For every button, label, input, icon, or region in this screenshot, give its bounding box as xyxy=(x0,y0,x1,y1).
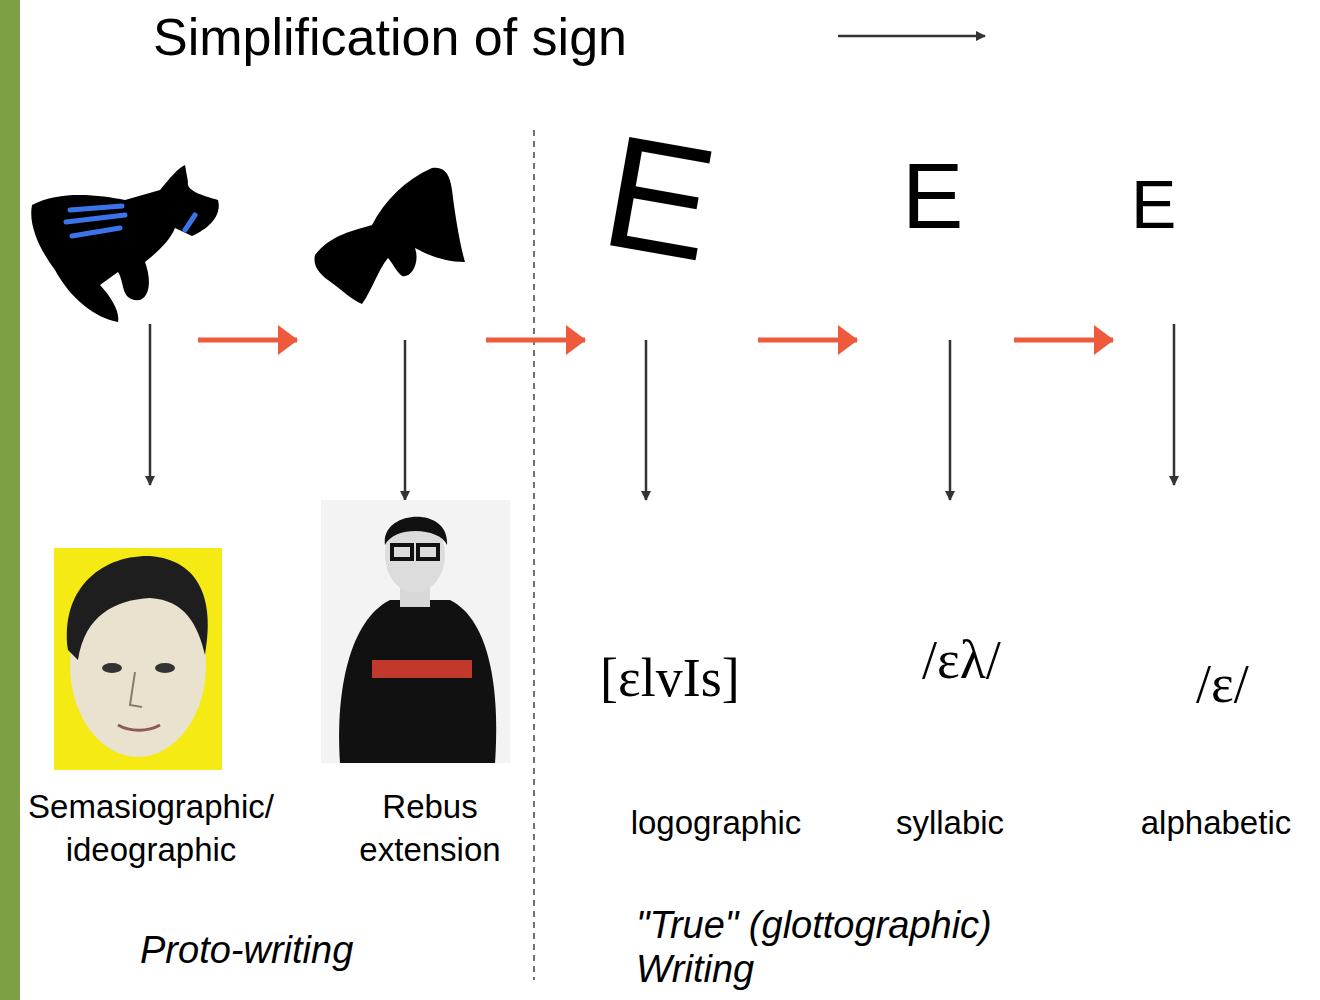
pictogram-glyph xyxy=(31,165,219,322)
progression-arrows xyxy=(198,338,1113,343)
phonetic-text: [ɛlvIs] xyxy=(600,646,740,711)
diagram-title: Simplification of sign xyxy=(153,6,627,68)
meaning-arrows xyxy=(150,324,1174,500)
stage-label: syllabic xyxy=(850,802,1050,845)
stage-label: logographic xyxy=(596,802,836,845)
phonetic-text: /ɛλ/ xyxy=(922,628,1001,693)
portrait-photo xyxy=(321,500,510,763)
rebus-glyph xyxy=(314,168,465,304)
title-arrow xyxy=(838,35,985,38)
group-label: Proto-writing xyxy=(140,928,353,974)
side-bar xyxy=(0,0,20,1000)
letter-glyph: E xyxy=(1131,170,1176,238)
portrait-photo xyxy=(54,548,222,770)
group-label: "True" (glottographic) Writing xyxy=(636,904,1076,991)
stage-label: Rebus extension xyxy=(330,786,530,872)
divider-line xyxy=(533,130,535,980)
phonetic-text: /ɛ/ xyxy=(1196,652,1249,717)
stage-label: alphabetic xyxy=(1118,802,1314,845)
letter-glyph: E xyxy=(902,150,963,242)
letter-glyph: E xyxy=(593,110,726,286)
stage-label: Semasiographic/ ideographic xyxy=(6,786,296,872)
